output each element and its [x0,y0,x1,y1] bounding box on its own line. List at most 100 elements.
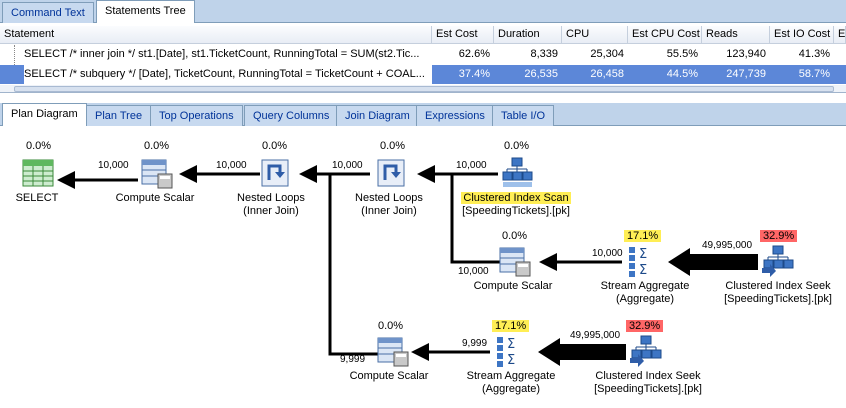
node-label-line: Clustered Index Seek [725,280,831,292]
node-cost-percent: 0.0% [378,320,404,332]
node-cost-percent: 0.0% [144,140,170,152]
cell-est-cpu-cost: 44.5% [666,68,698,80]
table-row-selected[interactable]: SELECT /* subquery */ [Date], TicketCoun… [0,65,846,84]
node-label-line: Stream Aggregate [600,280,690,292]
cell-est-cpu-cost: 55.5% [666,48,698,60]
node-label: Compute Scalar [110,192,200,205]
cell-est-cost: 37.4% [458,68,490,80]
row-count: 9,999 [462,338,488,349]
index-seek-icon[interactable] [760,244,796,278]
cell-cpu: 25,304 [590,48,624,60]
col-e[interactable]: E [834,26,846,44]
tab-table-io[interactable]: Table I/O [492,105,555,126]
tab-join-diagram[interactable]: Join Diagram [336,105,419,126]
cell-reads: 123,940 [726,48,766,60]
select-icon[interactable] [22,158,54,190]
row-count: 10,000 [332,160,363,171]
node-label: Nested Loops (Inner Join) [226,192,316,218]
stream-aggregate-icon[interactable]: Σ Σ [626,244,660,278]
node-label: Compute Scalar [344,370,434,383]
row-count: 9,999 [340,354,366,365]
tab-plan-diagram[interactable]: Plan Diagram [2,103,87,126]
cell-est-cost: 62.6% [458,48,490,60]
grid-scrollbar[interactable] [0,85,846,92]
node-label-line: SELECT [15,192,59,204]
cell-statement: SELECT /* subquery */ [Date], TicketCoun… [24,65,432,84]
table-row[interactable]: SELECT /* inner join */ st1.[Date], st1.… [0,45,846,64]
col-est-cost[interactable]: Est Cost [432,26,494,44]
row-count: 10,000 [592,248,623,259]
node-label-line: [SpeedingTickets].[pk] [594,383,702,395]
col-est-cpu-cost[interactable]: Est CPU Cost [628,26,702,44]
node-label: Stream Aggregate (Aggregate) [456,370,566,396]
cell-est-io-cost: 41.3% [798,48,830,60]
node-label-line: Stream Aggregate [466,370,556,382]
cell-est-io-cost: 58.7% [798,68,830,80]
node-label-line: Clustered Index Seek [595,370,701,382]
node-label-line: (Aggregate) [615,293,675,305]
grid-header: Statement Est Cost Duration CPU Est CPU … [0,26,846,44]
node-cost-percent: 0.0% [262,140,288,152]
connector-arrow-thick [668,248,758,276]
col-reads[interactable]: Reads [702,26,770,44]
tree-guide-line [14,45,15,71]
node-label: Clustered Index Seek [SpeedingTickets].[… [716,280,840,306]
node-cost-percent: 32.9% [760,230,798,242]
tab-top-operations[interactable]: Top Operations [150,105,243,126]
node-label: Compute Scalar [468,280,558,293]
compute-scalar-icon[interactable] [376,336,410,368]
compute-scalar-icon[interactable] [140,158,174,190]
node-label-line: [SpeedingTickets].[pk] [724,293,832,305]
row-count: 10,000 [458,266,489,277]
plan-diagram: 0.0% SELECT 10,000 0.0% Compute Scalar 1… [0,126,846,408]
tab-statements-tree[interactable]: Statements Tree [96,0,195,23]
node-label-line: Compute Scalar [349,370,429,382]
scrollbar-thumb[interactable] [14,86,834,92]
compute-scalar-icon[interactable] [498,246,532,278]
svg-text:Σ: Σ [507,353,515,368]
col-cpu[interactable]: CPU [562,26,628,44]
index-seek-icon[interactable] [628,334,664,368]
tab-plan-tree[interactable]: Plan Tree [86,105,152,126]
cell-duration: 26,535 [524,68,558,80]
tab-command-text[interactable]: Command Text [2,2,94,23]
node-label-line: (Inner Join) [361,205,417,217]
nested-loops-icon[interactable] [376,158,406,190]
connector-line [328,172,388,356]
row-count: 10,000 [216,160,247,171]
node-label-line: Nested Loops [237,192,305,204]
nested-loops-icon[interactable] [260,158,290,190]
stream-aggregate-icon[interactable]: Σ Σ [494,334,528,368]
tab-query-columns[interactable]: Query Columns [244,105,339,126]
node-label: Nested Loops (Inner Join) [344,192,434,218]
cell-cpu: 26,458 [590,68,624,80]
index-scan-icon[interactable] [500,156,534,190]
connector-arrow-thick [538,338,626,366]
node-label-line: Nested Loops [355,192,423,204]
connector-line [450,172,500,264]
node-cost-percent: 17.1% [492,320,530,332]
node-cost-percent: 0.0% [502,230,528,242]
col-est-io-cost[interactable]: Est IO Cost [770,26,834,44]
node-cost-percent: 17.1% [624,230,662,242]
node-label-line: Compute Scalar [473,280,553,292]
svg-text:Σ: Σ [507,337,515,352]
svg-text:Σ: Σ [639,263,647,278]
row-count: 10,000 [456,160,487,171]
node-label-line: Compute Scalar [115,192,195,204]
row-count: 10,000 [98,160,129,171]
node-label: Clustered Index Seek [SpeedingTickets].[… [586,370,710,396]
tab-expressions[interactable]: Expressions [416,105,494,126]
node-cost-percent: 0.0% [26,140,52,152]
col-duration[interactable]: Duration [494,26,562,44]
cell-statement: SELECT /* inner join */ st1.[Date], st1.… [24,48,420,60]
node-label: SELECT [4,192,70,205]
node-label-line: (Inner Join) [243,205,299,217]
col-statement[interactable]: Statement [0,26,432,44]
statements-grid: Statement Est Cost Duration CPU Est CPU … [0,23,846,93]
plan-connector-lines [57,165,758,366]
svg-text:Σ: Σ [639,247,647,262]
node-label-line: [SpeedingTickets].[pk] [462,205,570,217]
cell-duration: 8,339 [530,48,558,60]
node-label: Stream Aggregate (Aggregate) [590,280,700,306]
